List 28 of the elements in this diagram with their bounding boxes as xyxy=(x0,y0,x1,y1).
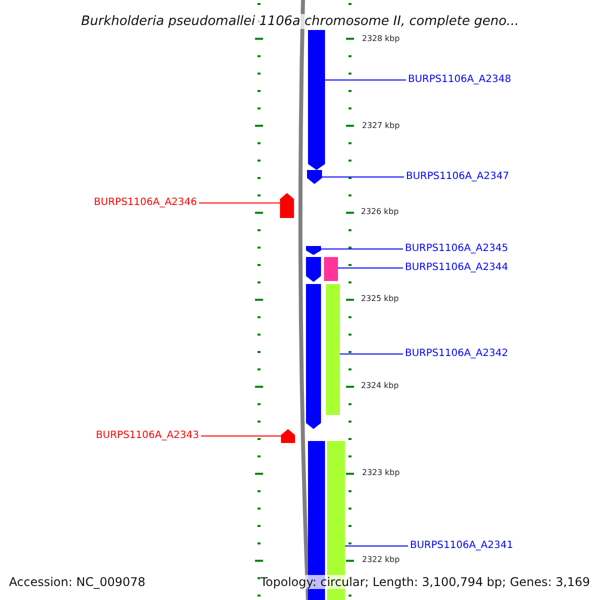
gene-label: BURPS1106A_A2343 xyxy=(96,430,199,442)
gene-label: BURPS1106A_A2344 xyxy=(405,262,508,274)
scale-label: 2327 kbp xyxy=(362,121,400,131)
gene-label: BURPS1106A_A2341 xyxy=(410,540,514,552)
gene-block xyxy=(306,284,321,429)
gene-block xyxy=(281,429,295,443)
gene-block xyxy=(306,257,321,282)
gene-label: BURPS1106A_A2347 xyxy=(406,171,510,183)
gene-bar xyxy=(324,257,338,281)
gene-block xyxy=(280,193,294,218)
scale-label: 2323 kbp xyxy=(362,468,400,478)
gene-label: BURPS1106A_A2346 xyxy=(94,197,197,209)
scale-label: 2326 kbp xyxy=(361,207,399,217)
gene-bar xyxy=(326,284,340,415)
footer-text: Accession: NC_009078 xyxy=(9,575,146,589)
title: Burkholderia pseudomallei 1106a chromosome II, complete geno... xyxy=(81,14,519,29)
gene-label: BURPS1106A_A2342 xyxy=(405,348,508,360)
gene-label: BURPS1106A_A2348 xyxy=(408,74,512,86)
gene-block xyxy=(306,246,321,255)
scale-label: 2322 kbp xyxy=(362,555,400,565)
scale-label: 2328 kbp xyxy=(362,34,400,44)
scale-label: 2324 kbp xyxy=(361,381,399,391)
leader-line xyxy=(320,248,404,250)
leader-line xyxy=(198,202,280,204)
gene-label: BURPS1106A_A2345 xyxy=(405,243,508,255)
scale-label: 2325 kbp xyxy=(361,294,399,304)
footer-text: Topology: circular; Length: 3,100,794 bp; Genes: 3,169 xyxy=(260,575,590,589)
leader-line xyxy=(322,176,404,178)
